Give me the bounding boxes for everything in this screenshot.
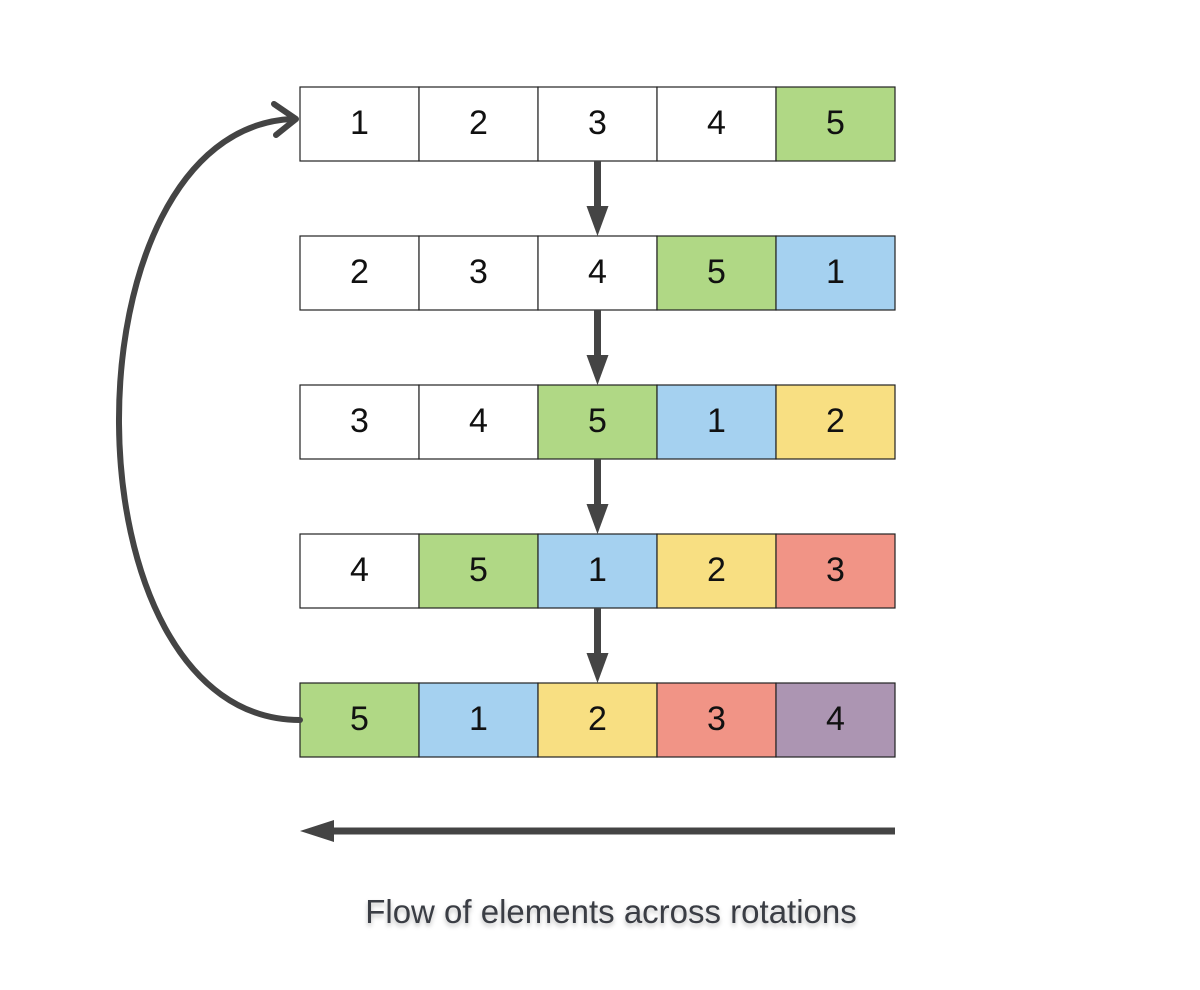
cell-value: 4 — [707, 104, 726, 142]
cell-box — [537, 533, 658, 609]
array-cell: 2 — [418, 86, 539, 162]
cell-value: 5 — [350, 700, 369, 738]
cell-value: 1 — [707, 402, 726, 440]
cell-value: 3 — [469, 253, 488, 291]
cell-value: 5 — [826, 104, 845, 142]
cell-box — [775, 533, 896, 609]
cell-value: 5 — [469, 551, 488, 589]
array-cell: 2 — [656, 533, 777, 609]
cell-box — [537, 682, 658, 758]
cell-box — [775, 384, 896, 460]
array-rows: 1 2 3 4 5 2 3 4 5 1 3 4 5 1 2 4 5 1 2 3 5 1 2 3 4 — [299, 86, 896, 758]
cell-box — [537, 86, 658, 162]
cell-box — [656, 235, 777, 311]
down-arrow — [586, 161, 609, 236]
cell-value: 3 — [350, 402, 369, 440]
array-cell: 3 — [775, 533, 896, 609]
cell-value: 2 — [707, 551, 726, 589]
cell-box — [537, 384, 658, 460]
down-arrow-head — [586, 504, 609, 534]
cell-box — [299, 384, 420, 460]
cell-box — [418, 682, 539, 758]
array-cell: 3 — [418, 235, 539, 311]
cell-value: 2 — [588, 700, 607, 738]
cell-value: 5 — [707, 253, 726, 291]
cell-value: 1 — [826, 253, 845, 291]
cell-value: 3 — [707, 700, 726, 738]
array-cell: 4 — [418, 384, 539, 460]
array-row-2: 2 3 4 5 1 — [299, 235, 896, 311]
return-arrow-head — [271, 101, 299, 138]
cell-value: 1 — [588, 551, 607, 589]
cell-value: 4 — [469, 402, 488, 440]
cell-value: 4 — [826, 700, 845, 738]
cell-value: 4 — [350, 551, 369, 589]
array-cell: 1 — [537, 533, 658, 609]
cell-value: 2 — [469, 104, 488, 142]
cell-value: 1 — [469, 700, 488, 738]
down-arrow — [586, 310, 609, 385]
left-arrow-head — [300, 820, 334, 842]
cell-box — [418, 384, 539, 460]
array-row-5: 5 1 2 3 4 — [299, 682, 896, 758]
down-arrow-head — [586, 206, 609, 236]
array-cell: 2 — [299, 235, 420, 311]
cell-box — [775, 235, 896, 311]
array-row-4: 4 5 1 2 3 — [299, 533, 896, 609]
array-cell: 4 — [775, 682, 896, 758]
array-cell: 3 — [656, 682, 777, 758]
return-arrow — [116, 101, 303, 723]
array-cell: 3 — [537, 86, 658, 162]
array-cell: 1 — [775, 235, 896, 311]
array-cell: 5 — [299, 682, 420, 758]
array-cell: 5 — [537, 384, 658, 460]
array-cell: 2 — [537, 682, 658, 758]
cell-box — [299, 86, 420, 162]
array-cell: 1 — [418, 682, 539, 758]
rotation-arrows — [116, 101, 895, 842]
array-cell: 3 — [299, 384, 420, 460]
cell-value: 3 — [588, 104, 607, 142]
down-arrow-head — [586, 653, 609, 683]
array-cell: 4 — [537, 235, 658, 311]
cell-box — [656, 86, 777, 162]
array-cell: 4 — [656, 86, 777, 162]
array-cell: 5 — [775, 86, 896, 162]
array-row-1: 1 2 3 4 5 — [299, 86, 896, 162]
array-row-3: 3 4 5 1 2 — [299, 384, 896, 460]
cell-value: 5 — [588, 402, 607, 440]
cell-value: 1 — [350, 104, 369, 142]
cell-value: 2 — [350, 253, 369, 291]
cell-box — [418, 86, 539, 162]
cell-value: 3 — [826, 551, 845, 589]
array-cell: 4 — [299, 533, 420, 609]
left-arrow — [300, 820, 895, 842]
array-cell: 2 — [775, 384, 896, 460]
cell-value: 2 — [826, 402, 845, 440]
cell-box — [775, 682, 896, 758]
cell-box — [656, 384, 777, 460]
cell-box — [418, 533, 539, 609]
down-arrow — [586, 459, 609, 534]
array-cell: 5 — [418, 533, 539, 609]
cell-box — [418, 235, 539, 311]
cell-value: 4 — [588, 253, 607, 291]
down-arrow — [586, 608, 609, 683]
cell-box — [775, 86, 896, 162]
cell-box — [656, 682, 777, 758]
cell-box — [656, 533, 777, 609]
return-arrow-curve — [116, 116, 303, 723]
array-cell: 5 — [656, 235, 777, 311]
array-cell: 1 — [299, 86, 420, 162]
array-cell: 1 — [656, 384, 777, 460]
down-arrow-head — [586, 355, 609, 385]
diagram-caption: Flow of elements across rotations — [365, 893, 857, 930]
